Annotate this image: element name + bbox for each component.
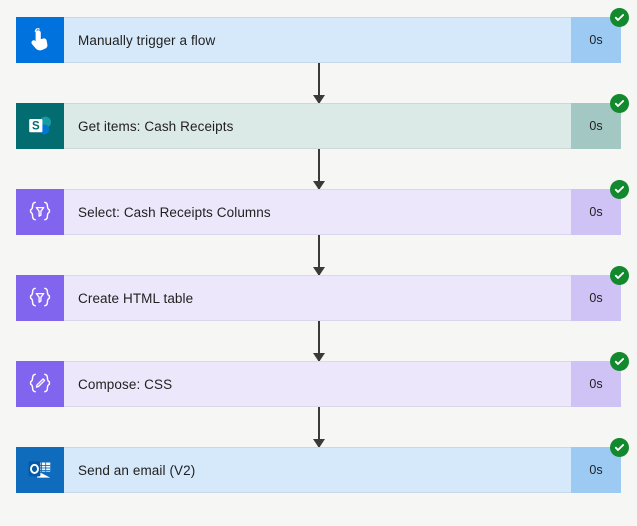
step-label: Create HTML table	[78, 290, 194, 306]
status-succeeded-check-icon	[610, 180, 629, 199]
step-duration: 0s	[571, 189, 621, 235]
status-succeeded-check-icon	[610, 438, 629, 457]
flow-step-card[interactable]: Create HTML table 0s	[16, 266, 629, 321]
arrow-head-icon	[313, 267, 325, 276]
step-label: Compose: CSS	[78, 376, 173, 392]
flow-connector-arrow	[313, 407, 325, 448]
step-label: Manually trigger a flow	[78, 32, 216, 48]
arrow-head-icon	[313, 181, 325, 190]
step-body[interactable]: Manually trigger a flow	[64, 17, 571, 63]
flow-step-card[interactable]: Select: Cash Receipts Columns 0s	[16, 180, 629, 235]
flow-step-card[interactable]: Send an email (V2)0s	[16, 438, 629, 493]
step-label: Send an email (V2)	[78, 462, 196, 478]
step-body[interactable]: Create HTML table	[64, 275, 571, 321]
step-body[interactable]: Send an email (V2)	[64, 447, 571, 493]
status-succeeded-check-icon	[610, 8, 629, 27]
outlook-icon	[16, 447, 64, 493]
manual-trigger-tap-icon	[16, 17, 64, 63]
step-label: Get items: Cash Receipts	[78, 118, 234, 134]
step-body[interactable]: Get items: Cash Receipts	[64, 103, 571, 149]
flow-connector-arrow	[313, 321, 325, 362]
status-succeeded-check-icon	[610, 352, 629, 371]
status-succeeded-check-icon	[610, 266, 629, 285]
flow-connector-arrow	[313, 235, 325, 276]
arrow-head-icon	[313, 353, 325, 362]
step-body[interactable]: Select: Cash Receipts Columns	[64, 189, 571, 235]
status-succeeded-check-icon	[610, 94, 629, 113]
sharepoint-icon: S	[16, 103, 64, 149]
arrow-head-icon	[313, 95, 325, 104]
compose-data-operation-icon	[16, 361, 64, 407]
step-duration: 0s	[571, 275, 621, 321]
svg-text:S: S	[32, 120, 40, 132]
select-data-operation-icon	[16, 189, 64, 235]
select-data-operation-icon	[16, 275, 64, 321]
flow-connector-arrow	[313, 63, 325, 104]
step-label: Select: Cash Receipts Columns	[78, 204, 271, 220]
arrow-head-icon	[313, 439, 325, 448]
flow-connector-arrow	[313, 149, 325, 190]
step-body[interactable]: Compose: CSS	[64, 361, 571, 407]
